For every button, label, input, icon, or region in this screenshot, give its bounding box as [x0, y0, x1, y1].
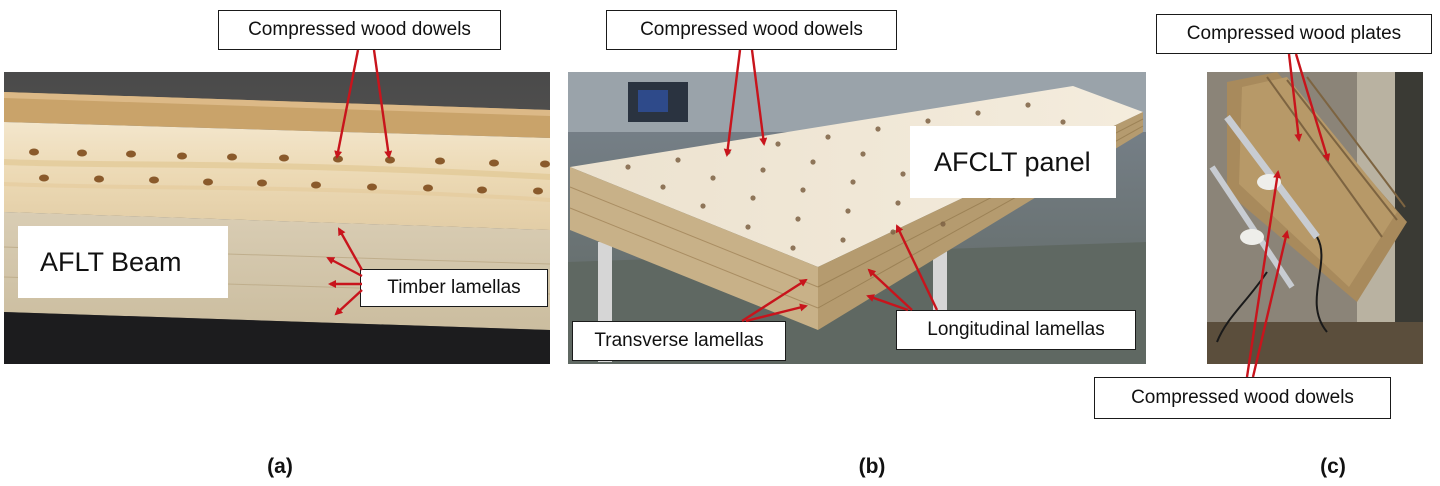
- timber-lamellas-label: Timber lamellas: [360, 269, 548, 307]
- compressed-wood-dowels-label-c: Compressed wood dowels: [1094, 377, 1391, 419]
- afl-beam-photo: [4, 72, 550, 364]
- test-setup-photo: [1207, 72, 1423, 364]
- photo-panel-c: [1207, 72, 1423, 364]
- compressed-wood-dowels-label-a: Compressed wood dowels: [218, 10, 501, 50]
- longitudinal-lamellas-label: Longitudinal lamellas: [896, 310, 1136, 350]
- compressed-wood-plates-label: Compressed wood plates: [1156, 14, 1432, 54]
- transverse-lamellas-label: Transverse lamellas: [572, 321, 786, 361]
- caption-a: (a): [267, 455, 293, 478]
- compressed-wood-dowels-label-b: Compressed wood dowels: [606, 10, 897, 50]
- photo-panel-a: [4, 72, 550, 364]
- afl-beam-label: AFLT Beam: [18, 226, 228, 298]
- afclt-panel-label: AFCLT panel: [910, 126, 1116, 198]
- caption-b: (b): [858, 455, 886, 478]
- caption-c: (c): [1320, 455, 1346, 478]
